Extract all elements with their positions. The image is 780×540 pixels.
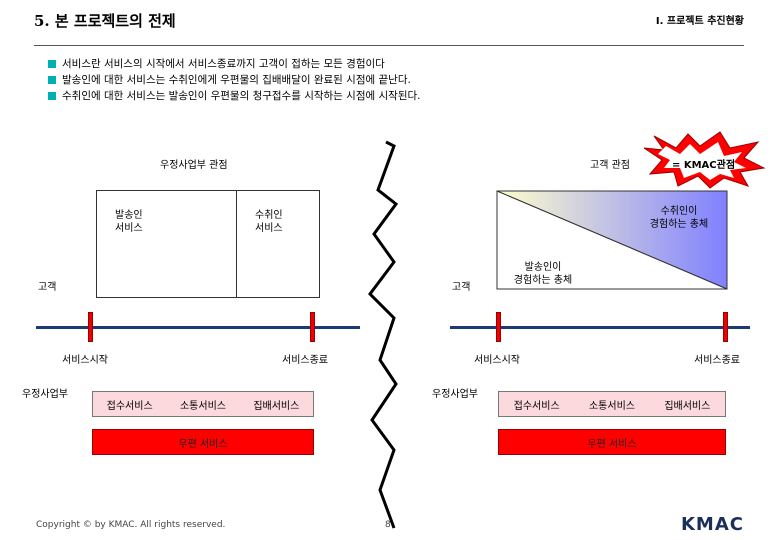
left-start-marker (88, 312, 93, 342)
left-end-label: 서비스종료 (282, 355, 328, 366)
section-label: I. 프로젝트 추진현황 (655, 16, 744, 27)
right-postal-bar: 우편 서비스 (498, 429, 726, 455)
service-step: 소통서비스 (588, 400, 635, 412)
right-start-label: 서비스시작 (474, 355, 520, 366)
sender-service-box: 발송인 서비스 (96, 190, 240, 298)
burst-label: = KMAC관점 (672, 160, 736, 171)
right-start-marker (496, 312, 501, 342)
left-postal-bar: 우편 서비스 (92, 429, 314, 455)
left-customer-label: 고객 (38, 282, 57, 293)
service-step: 접수서비스 (513, 400, 560, 412)
service-step: 집배서비스 (253, 400, 300, 412)
bullet-square-icon (48, 60, 56, 68)
receiver-experience-label: 수취인이 경험하는 총체 (649, 206, 709, 230)
bullet-item: 서비스란 서비스의 시작에서 서비스종료까지 고객이 접하는 모든 경험이다 (48, 56, 420, 72)
bullet-item: 수취인에 대한 서비스는 발송인이 우편물의 청구접수를 시작하는 시점에 시작… (48, 88, 420, 104)
copyright: Copyright © by KMAC. All rights reserved… (36, 520, 226, 530)
bullet-square-icon (48, 92, 56, 100)
bullet-list: 서비스란 서비스의 시작에서 서비스종료까지 고객이 접하는 모든 경험이다 발… (48, 56, 420, 104)
receiver-service-label: 수취인 서비스 (255, 210, 283, 234)
header-divider (34, 45, 744, 46)
service-step: 집배서비스 (664, 400, 711, 412)
burst-star-icon (643, 131, 766, 189)
left-end-marker (310, 312, 315, 342)
page-number: 8 (385, 520, 391, 530)
service-step: 접수서비스 (106, 400, 153, 412)
right-timeline (450, 326, 750, 329)
experience-triangles (496, 190, 728, 290)
left-start-label: 서비스시작 (62, 355, 108, 366)
kmac-logo: KMAC (680, 514, 744, 535)
sender-experience-label: 발송인이 경험하는 총체 (513, 262, 573, 286)
left-service-steps: 접수서비스 소통서비스 집배서비스 (92, 391, 314, 417)
bullet-square-icon (48, 76, 56, 84)
page-title: 5. 본 프로젝트의 전제 (34, 12, 176, 30)
receiver-service-box: 수취인 서비스 (236, 190, 320, 298)
sender-service-label: 발송인 서비스 (115, 210, 143, 234)
left-org-label: 우정사업부 (22, 389, 68, 400)
bullet-item: 발송인에 대한 서비스는 수취인에게 우편물의 집배배달이 완료된 시점에 끝난… (48, 72, 420, 88)
right-end-marker (723, 312, 728, 342)
service-step: 소통서비스 (179, 400, 226, 412)
left-timeline (36, 326, 360, 329)
right-org-label: 우정사업부 (432, 389, 478, 400)
right-view-title: 고객 관점 (590, 160, 630, 171)
right-service-steps: 접수서비스 소통서비스 집배서비스 (498, 391, 726, 417)
right-end-label: 서비스종료 (694, 355, 740, 366)
right-customer-label: 고객 (452, 282, 471, 293)
left-view-title: 우정사업부 관점 (160, 160, 228, 171)
